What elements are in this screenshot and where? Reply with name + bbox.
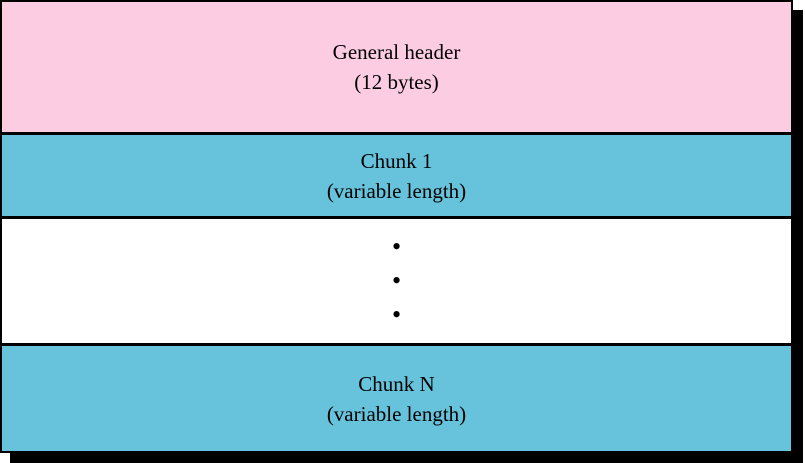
chunk-n-size-label: (variable length)	[326, 401, 467, 426]
ellipsis-dot-3: •	[391, 300, 402, 329]
packet-format-box: General header (12 bytes) Chunk 1 (varia…	[0, 0, 793, 453]
chunk-n-label: Chunk N	[358, 371, 435, 396]
section-ellipsis: • • •	[2, 216, 791, 343]
chunk-1-label: Chunk 1	[360, 148, 433, 173]
general-header-label: General header	[332, 40, 461, 64]
ellipsis-dot-1: •	[391, 232, 402, 261]
section-general-header: General header (12 bytes)	[2, 2, 791, 132]
section-chunk-1: Chunk 1 (variable length)	[2, 132, 791, 216]
general-header-size-label: (12 bytes)	[354, 70, 439, 94]
ellipsis-dot-2: •	[391, 266, 402, 295]
chunk-1-size-label: (variable length)	[326, 178, 467, 203]
section-chunk-n: Chunk N (variable length)	[2, 343, 791, 451]
